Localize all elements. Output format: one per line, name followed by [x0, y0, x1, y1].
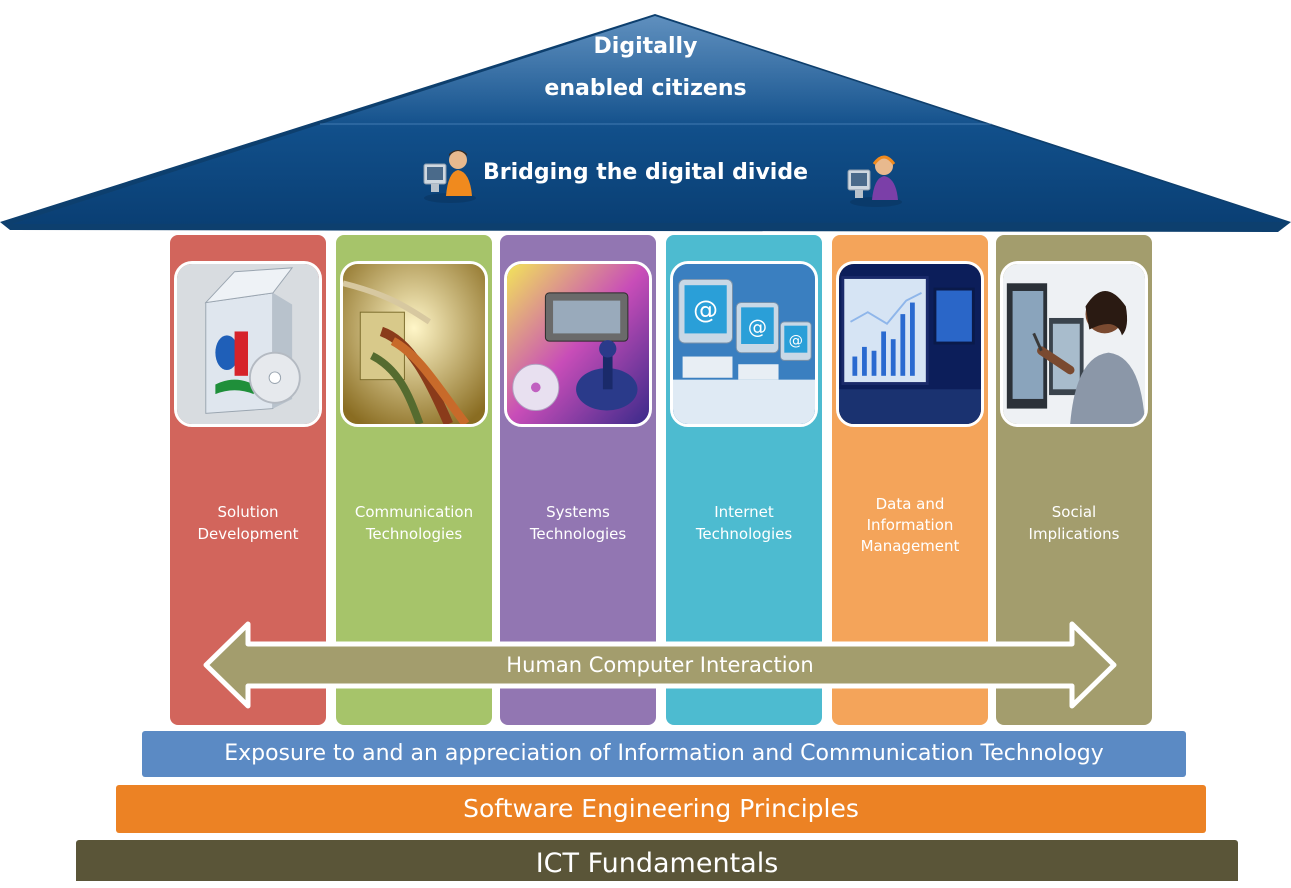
- svg-text:@: @: [693, 295, 718, 324]
- cables-icon: [340, 261, 488, 427]
- person-at-screen-icon: [1000, 261, 1148, 427]
- hardware-devices-icon: [504, 261, 652, 427]
- roof-subtitle: Bridging the digital divide: [482, 160, 808, 185]
- arrow-label: Human Computer Interaction: [506, 653, 814, 677]
- svg-text:@: @: [789, 333, 803, 349]
- software-box-icon: [174, 261, 322, 427]
- data-screens-icon: [836, 261, 984, 427]
- roof-title-line2: enabled citizens: [544, 76, 747, 101]
- user-with-headset-icon: [847, 155, 902, 207]
- base-software-engineering: Software Engineering Principles: [116, 785, 1206, 833]
- base-ict-fundamentals: ICT Fundamentals: [76, 840, 1238, 881]
- roof-triangle: [0, 14, 1291, 232]
- user-at-computer-icon: [423, 150, 476, 203]
- double-headed-arrow: [203, 621, 1117, 709]
- roof-title-line1: Digitally: [593, 34, 698, 59]
- base-ict-exposure: Exposure to and an appreciation of Infor…: [142, 731, 1186, 777]
- svg-text:@: @: [748, 315, 767, 338]
- internet-computers-icon: @ @ @: [670, 261, 818, 427]
